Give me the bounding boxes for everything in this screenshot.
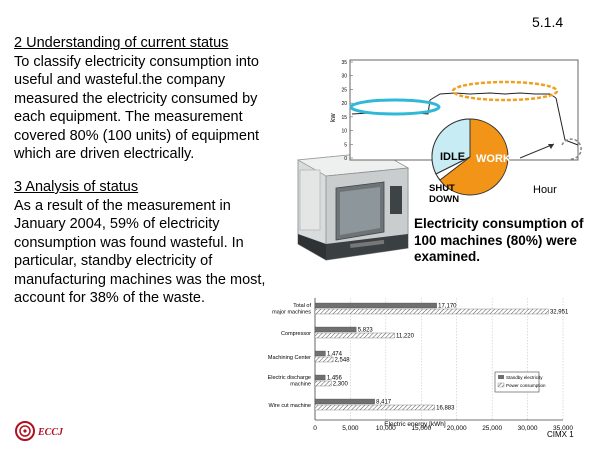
bar-standby [314,398,375,405]
arrow-head [548,144,554,149]
section-heading: 2 Understanding of current status [14,35,229,51]
pie-label-idle: IDLE [440,151,465,163]
eccj-logo-icon [15,421,35,441]
bar-power [314,356,334,363]
bar-value-label: 16,883 [436,406,455,412]
eccj-logo-text: ECCJ [38,427,64,438]
bar-category-label: Compressor [281,331,311,337]
bar-value-label: 8,417 [376,400,392,406]
bar-category-label: Machining Center [268,355,311,361]
bar-value-label: 1,474 [327,352,343,358]
trend-y-ticks: 35 30 25 20 15 10 5 0 [341,60,353,162]
bar-x-tick-label: 5,000 [342,425,359,432]
bar-x-tick-label: 25,000 [482,425,502,432]
bar-chart-xlabel: Electric energy [kWh] [384,421,446,428]
section-heading: 3 Analysis of status [14,179,139,195]
trend-y-tick-label: 20 [341,101,347,107]
legend-label-standby: Standby electricity [506,375,543,380]
bar-x-tick-label: 10,000 [376,425,396,432]
section-body: As a result of the measurement in Januar… [14,197,266,307]
trend-y-tick-label: 25 [341,87,347,93]
trend-line-work [429,92,557,101]
arrow-line [519,143,555,159]
legend-swatch-power [497,382,505,388]
measurement-caption: Electricity consumption of 100 machines … [414,216,584,264]
trend-y-tick-label: 0 [344,156,347,162]
legend-swatch-standby [498,375,504,379]
work-highlight [451,80,559,102]
trend-y-tick-label: 10 [341,129,347,135]
trend-y-tick-label: 15 [341,115,347,121]
bar-x-tick-label: 30,000 [518,425,538,432]
section-current-status: 2 Understanding of current status To cla… [14,34,284,164]
power-trend-chart: 35 30 25 20 15 10 5 0 kw IDLE WORK Hour [330,59,582,196]
trend-y-tick-label: 5 [344,142,347,148]
bar-standby [314,350,326,357]
bar-value-label: 1,456 [327,376,343,382]
slide-code: CIMX 1 [547,430,574,439]
bar-value-label: 17,170 [438,304,457,310]
trend-y-tick-label: 35 [341,60,347,66]
bar-x-tick-label: 0 [313,425,317,432]
pie-label-shutdown: SHUT DOWN [429,183,460,205]
bar-standby [314,326,357,333]
section-body: To classify electricity consumption into… [14,53,260,163]
slide-number: 5.1.4 [532,14,564,30]
bar-power [314,332,395,339]
usage-pie [431,118,509,196]
trend-xlabel: Hour [533,184,557,196]
pie-label-work: WORK [476,153,511,165]
machine-illustration [296,151,410,261]
standby-highlight [349,98,441,116]
trend-y-tick-label: 30 [341,74,347,80]
bar-value-label: 2,300 [333,382,349,388]
bar-standby [314,374,326,381]
bar-value-label: 32,951 [550,310,569,316]
bar-x-tick-label: 20,000 [447,425,467,432]
bar-value-label: 5,823 [358,328,374,334]
bar-power [314,380,332,387]
bar-x-tick-label: 35,000 [553,425,573,432]
bar-x-tick-label: 15,000 [411,425,431,432]
bar-standby [314,302,437,309]
shutdown-highlight [561,138,582,160]
legend-label-power: Power consumption [506,383,546,388]
bar-category-label: Wire cut machine [269,403,312,409]
bar-chart-x-ticks: 0 5,000 10,000 15,000 20,000 25,000 30,000 35,0… [313,425,573,432]
bar-value-label: 2,548 [335,358,351,364]
bar-chart-legend: Standby electricity Power consumption [494,371,546,393]
section-analysis: 3 Analysis of status As a result of the … [14,178,284,308]
trend-line-shutdown [555,97,579,146]
bar-power [314,404,435,411]
bar-power [314,308,549,315]
trend-ylabel: kw [330,113,337,123]
bar-value-label: 11,220 [396,334,415,340]
